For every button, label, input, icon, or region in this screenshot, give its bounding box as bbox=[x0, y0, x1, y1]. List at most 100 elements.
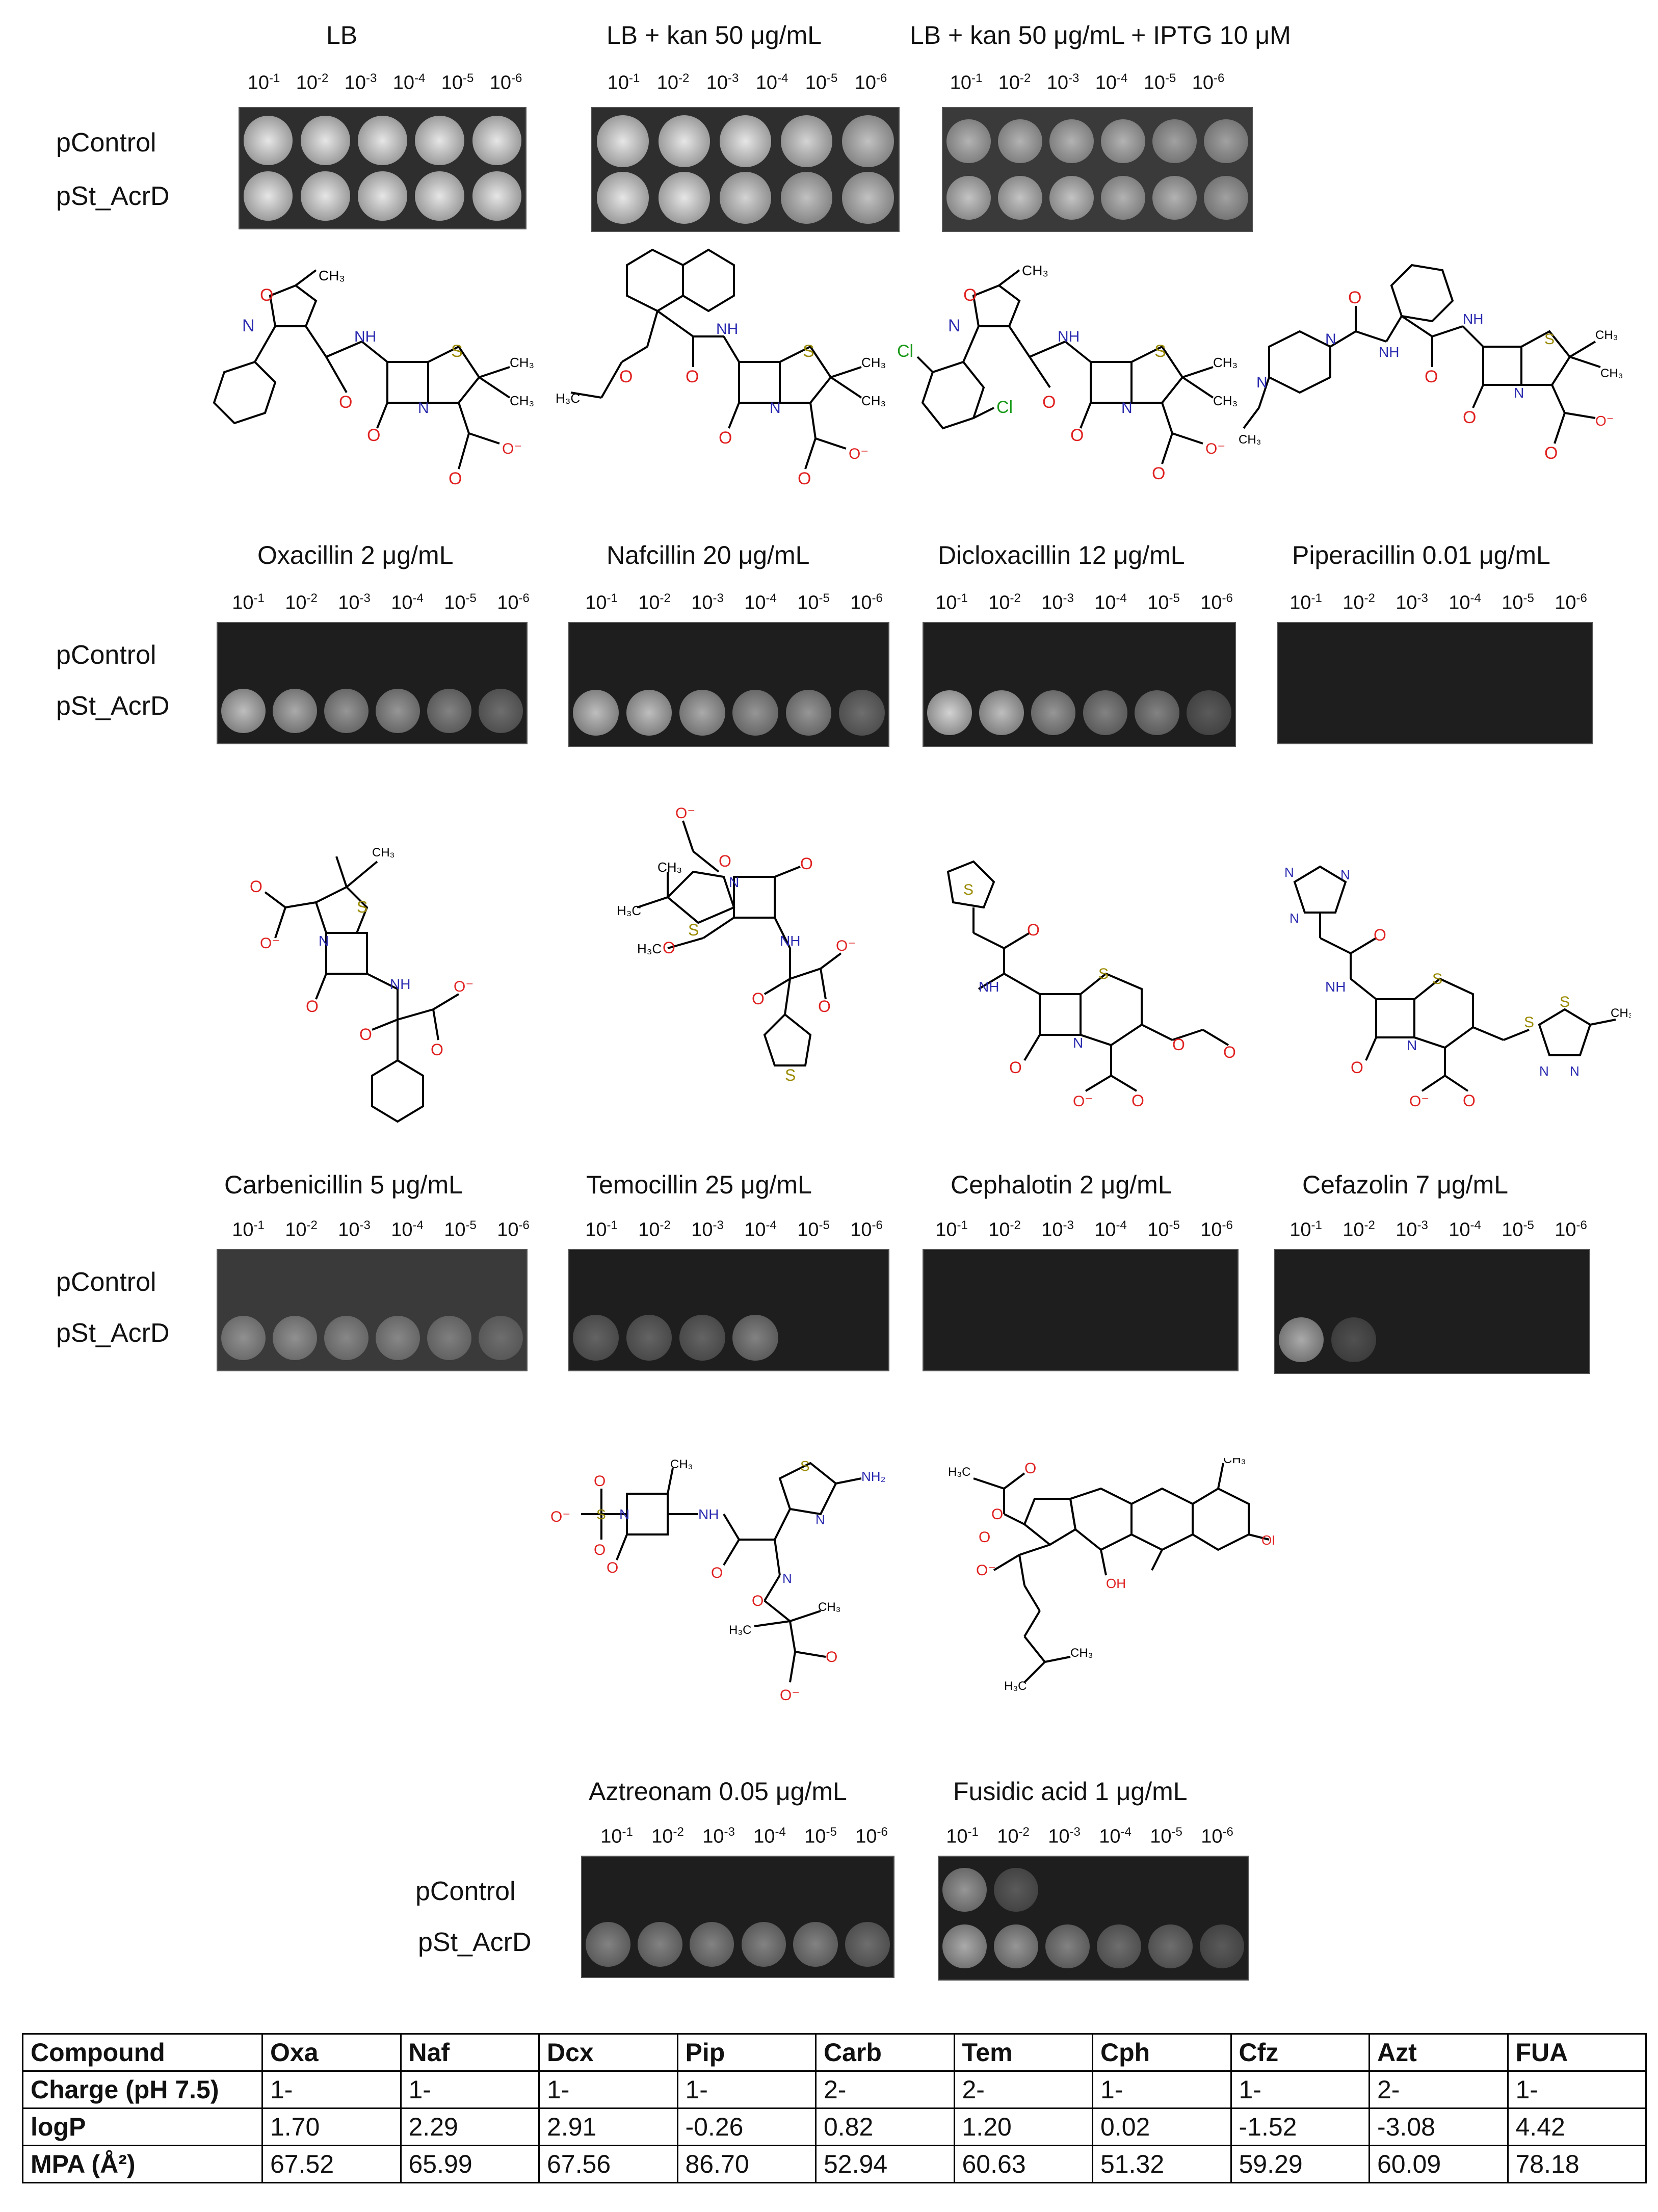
colony-spot bbox=[1049, 175, 1094, 220]
table-row-label: Charge (pH 7.5) bbox=[22, 2070, 263, 2109]
table-cell: 65.99 bbox=[400, 2145, 540, 2183]
colony-spot bbox=[1083, 690, 1128, 735]
svg-text:N: N bbox=[319, 933, 329, 949]
nafcillin-structure: O H₃C O NH S N O O⁻ O CH₃ CH₃ bbox=[556, 248, 886, 488]
svg-text:CH₃: CH₃ bbox=[1070, 1646, 1093, 1660]
dilution-labels: 10-1 10-2 10-3 10-4 10-5 10-6 bbox=[935, 591, 1233, 614]
colony-spot bbox=[1279, 1317, 1324, 1363]
svg-text:NH: NH bbox=[1058, 328, 1080, 345]
table-cell: 60.09 bbox=[1368, 2145, 1509, 2183]
dilution-labels: 10-1 10-2 10-3 10-4 10-5 10-6 bbox=[232, 1218, 530, 1241]
svg-text:N: N bbox=[948, 316, 961, 335]
plate-oxacillin bbox=[217, 622, 528, 744]
row-label-pst-acrd: pSt_AcrD bbox=[56, 691, 170, 721]
svg-text:O⁻: O⁻ bbox=[1409, 1093, 1429, 1110]
svg-text:NH: NH bbox=[390, 976, 410, 992]
svg-text:S: S bbox=[1544, 331, 1555, 348]
table-cell: 1.70 bbox=[261, 2107, 402, 2146]
colony-spot bbox=[658, 115, 710, 167]
colony-spot bbox=[472, 116, 522, 165]
colony-spot bbox=[415, 171, 464, 221]
svg-text:N: N bbox=[1325, 331, 1336, 348]
colony-spot bbox=[719, 172, 772, 224]
svg-text:S: S bbox=[688, 921, 699, 939]
svg-text:N: N bbox=[1073, 1035, 1083, 1051]
svg-text:O: O bbox=[1070, 426, 1084, 445]
colony-spot bbox=[781, 115, 833, 167]
panel-title-dicloxacillin: Dicloxacillin 12 μg/mL bbox=[938, 541, 1185, 569]
colony-spot bbox=[376, 1315, 420, 1360]
colony-spot bbox=[845, 1922, 890, 1967]
colony-spot bbox=[1204, 175, 1248, 220]
svg-text:H₃C: H₃C bbox=[729, 1623, 751, 1637]
dilution-labels: 10-1 10-2 10-3 10-4 10-5 10-6 bbox=[935, 1218, 1233, 1241]
svg-text:O: O bbox=[800, 854, 813, 873]
svg-text:Cl: Cl bbox=[996, 398, 1013, 417]
svg-text:O: O bbox=[686, 367, 699, 386]
svg-text:O: O bbox=[594, 1542, 606, 1558]
plate-cephalotin bbox=[923, 1249, 1239, 1371]
table-header: Oxa bbox=[261, 2033, 402, 2072]
svg-text:O: O bbox=[1348, 288, 1361, 307]
table-cell: 1.20 bbox=[953, 2107, 1093, 2146]
svg-text:N: N bbox=[1121, 400, 1133, 417]
colony-spot bbox=[842, 115, 894, 167]
svg-text:O: O bbox=[719, 852, 731, 870]
svg-text:O⁻: O⁻ bbox=[849, 446, 869, 462]
svg-text:O⁻: O⁻ bbox=[454, 978, 473, 995]
colony-spot bbox=[793, 1922, 838, 1967]
table-cell: -1.52 bbox=[1230, 2107, 1370, 2146]
colony-spot bbox=[358, 116, 407, 165]
plate-nafcillin bbox=[568, 622, 889, 747]
plate-dicloxacillin bbox=[923, 622, 1236, 747]
colony-spot bbox=[946, 175, 991, 220]
svg-text:H₃C: H₃C bbox=[637, 941, 662, 956]
table-row: MPA (Å²) 67.52 65.99 67.56 86.70 52.94 6… bbox=[22, 2145, 1647, 2183]
svg-text:H₃C: H₃C bbox=[1004, 1679, 1027, 1693]
dilution-labels: 10-1 10-2 10-3 10-4 10-5 10-6 bbox=[600, 1825, 888, 1847]
table-cell: 4.42 bbox=[1507, 2107, 1647, 2146]
colony-spot bbox=[994, 1867, 1038, 1912]
colony-spot bbox=[732, 1315, 779, 1361]
svg-text:N: N bbox=[770, 400, 781, 417]
colony-spot bbox=[472, 171, 522, 221]
plate-carbenicillin bbox=[217, 1249, 528, 1371]
colony-spot bbox=[719, 115, 772, 167]
svg-text:O⁻: O⁻ bbox=[1595, 413, 1614, 429]
svg-text:O: O bbox=[1152, 464, 1165, 483]
svg-text:H₃C: H₃C bbox=[556, 391, 580, 406]
svg-text:O: O bbox=[1027, 921, 1040, 939]
colony-spot bbox=[626, 690, 672, 736]
colony-spot bbox=[358, 171, 407, 221]
atom-label: CH₃ bbox=[510, 355, 534, 370]
svg-text:N: N bbox=[1514, 385, 1524, 401]
dilution-label: 10-3 bbox=[344, 71, 377, 94]
table-cell: 78.18 bbox=[1507, 2145, 1647, 2183]
colony-spot bbox=[376, 688, 420, 733]
dilution-label: 10-1 bbox=[247, 71, 280, 94]
colony-spot bbox=[586, 1922, 630, 1967]
svg-text:O: O bbox=[752, 990, 765, 1008]
svg-text:N: N bbox=[1340, 867, 1350, 882]
table-header: Cph bbox=[1092, 2033, 1232, 2072]
colony-spot bbox=[637, 1922, 682, 1967]
colony-spot bbox=[273, 1315, 317, 1360]
colony-spot bbox=[946, 119, 991, 164]
colony-spot bbox=[1101, 119, 1145, 164]
colony-spot bbox=[1045, 1924, 1090, 1969]
svg-text:O⁻: O⁻ bbox=[675, 805, 695, 822]
fusidic-acid-structure: H₃C O O CH₃ OH OH O⁻ O CH₃ H₃C bbox=[948, 1458, 1274, 1693]
colony-spot bbox=[243, 171, 293, 221]
svg-text:CH₃: CH₃ bbox=[1213, 393, 1238, 408]
svg-text:CH₃: CH₃ bbox=[372, 846, 394, 860]
table-row-label: logP bbox=[22, 2107, 263, 2146]
table-cell: 1- bbox=[261, 2070, 402, 2109]
table-header: Tem bbox=[953, 2033, 1093, 2072]
panel-title-temocillin: Temocillin 25 μg/mL bbox=[586, 1170, 812, 1199]
row-label-pst-acrd: pSt_AcrD bbox=[418, 1928, 532, 1957]
svg-text:N: N bbox=[729, 874, 739, 890]
svg-text:CH₃: CH₃ bbox=[657, 860, 682, 875]
colony-spot bbox=[942, 1867, 987, 1912]
svg-text:S: S bbox=[357, 898, 367, 916]
svg-text:CH₃: CH₃ bbox=[1600, 367, 1623, 380]
